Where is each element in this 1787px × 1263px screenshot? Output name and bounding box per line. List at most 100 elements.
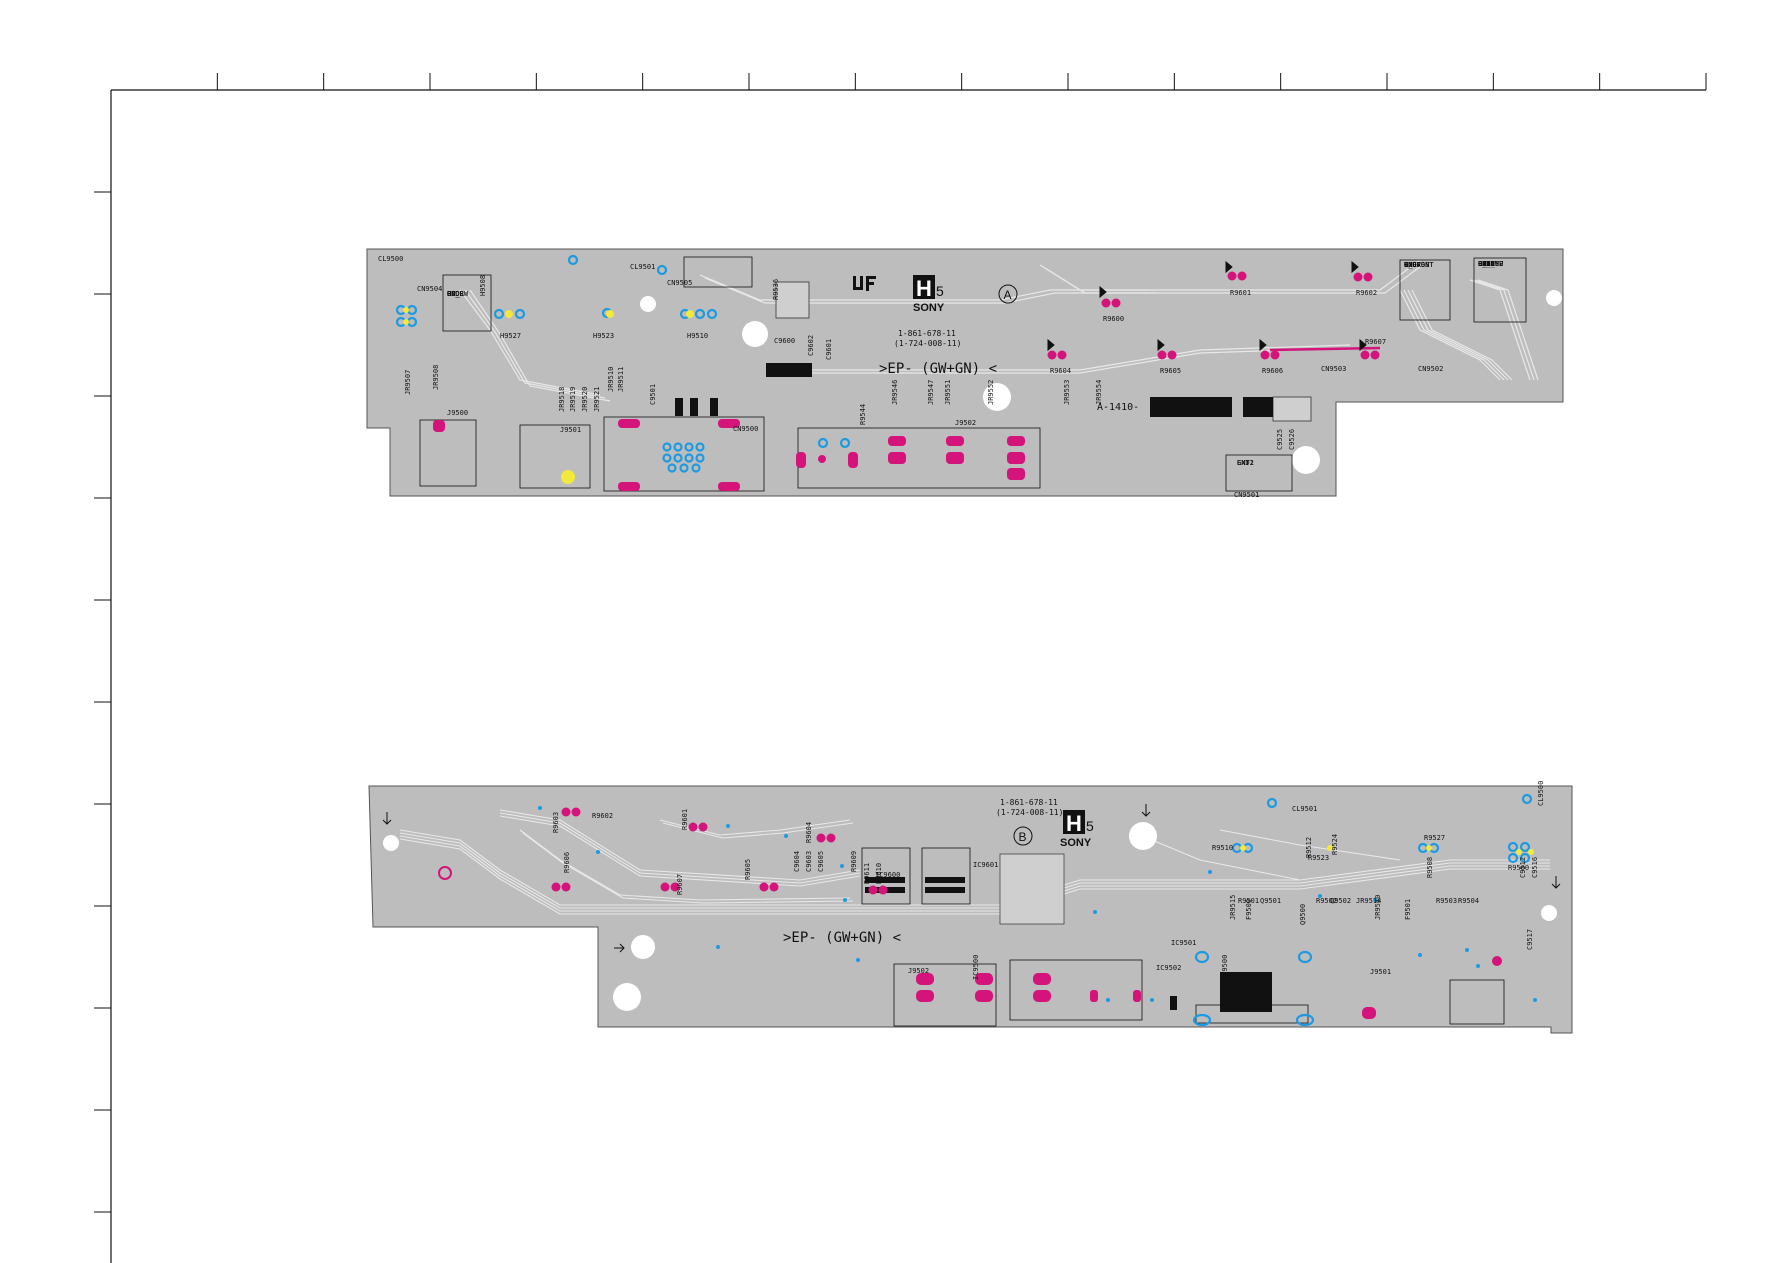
board-b-pads-magenta <box>438 807 1502 1019</box>
pin-label: EXT2 <box>1478 260 1495 268</box>
board-a-led-symbols <box>1047 260 1367 352</box>
component-ref-label: JR9521 <box>593 386 601 412</box>
component-ref-label: C9526 <box>1288 428 1296 450</box>
pin-label: GND <box>1404 261 1417 269</box>
component-ref-label: R9606 <box>563 851 571 873</box>
component-ref-label: C9501 <box>649 383 657 405</box>
component-ref-label: C9525 <box>1276 428 1284 450</box>
component-ref-label: IC9600 <box>875 871 901 879</box>
svg-text:A: A <box>1004 288 1012 302</box>
component-ref-label: CN9502 <box>1418 365 1444 373</box>
component-ref-label: CN9500 <box>1221 954 1229 980</box>
pin-label: PC_L <box>447 290 464 298</box>
component-ref-label: R9510 <box>1212 844 1234 852</box>
pin-label: SDA <box>1478 260 1491 268</box>
board-b-part-number: 1-861-678-11 <box>1000 798 1058 807</box>
component-ref-label: R9524 <box>1331 833 1339 855</box>
board-b-outline <box>368 785 1573 1034</box>
board-a-traces <box>459 259 1539 402</box>
component-ref-label: R9605 <box>1160 367 1182 375</box>
pin-label: HP_L <box>447 290 464 298</box>
svg-text:B: B <box>1019 830 1027 844</box>
component-ref-label: R9536 <box>772 278 780 300</box>
pin-label: HP_SW <box>447 290 469 298</box>
component-ref-label: R9504 <box>1458 897 1480 905</box>
board-a-uf-logo <box>853 276 876 291</box>
component-ref-label: JR9540 <box>1374 894 1382 920</box>
pin-label: GND <box>1404 261 1417 269</box>
board-b-side-circle <box>1013 826 1033 846</box>
component-ref-label: R9605 <box>744 858 752 880</box>
pin-label: P_IN <box>1478 260 1495 268</box>
component-ref-label: CL9500 <box>1537 780 1545 806</box>
component-ref-label: JR9515 <box>1229 894 1237 920</box>
pin-label: SCL <box>1478 260 1491 268</box>
component-ref-label: JR9519 <box>569 386 577 412</box>
component-ref-label: R9603 <box>552 811 560 833</box>
pin-label: HP_R <box>447 290 464 298</box>
component-ref-label: CN9501 <box>1234 491 1260 499</box>
board-b-arrow-icons <box>382 804 1561 953</box>
component-ref-label: C9604 <box>793 850 801 872</box>
component-ref-label: R9501 <box>1238 897 1260 905</box>
component-ref-label: R9502 <box>1316 897 1338 905</box>
component-ref-label: JR9552 <box>987 379 995 405</box>
component-ref-label: JR9514 <box>1356 897 1382 905</box>
component-ref-label: C9605 <box>817 850 825 872</box>
pin-label: EXT1 <box>1237 459 1254 467</box>
board-a-ic-blocks <box>675 363 1273 417</box>
board-b-h5-logo: H 5 SONY <box>1060 810 1094 849</box>
svg-text:5: 5 <box>1086 818 1094 834</box>
component-ref-label: CN9503 <box>1321 365 1347 373</box>
component-ref-label: CN9500 <box>733 425 759 433</box>
svg-text:SONY: SONY <box>913 302 945 314</box>
component-ref-label: J9500 <box>447 409 469 417</box>
component-ref-label: R9512 <box>1305 836 1313 858</box>
component-ref-label: R9611 <box>863 862 871 884</box>
pin-label: GND <box>1404 261 1417 269</box>
board-a: H 5 SONY A <box>366 248 1564 497</box>
pin-label: GND <box>447 290 460 298</box>
pin-label: GND <box>1404 261 1417 269</box>
component-ref-label: IC9501 <box>1171 939 1197 947</box>
board-a-part-number: 1-861-678-11 <box>898 329 956 338</box>
component-ref-label: R9609 <box>850 850 858 872</box>
component-ref-label: JR9546 <box>891 379 899 405</box>
component-ref-label: R9500 <box>1508 864 1530 872</box>
component-ref-label: C9602 <box>807 334 815 356</box>
component-ref-label: J9502 <box>955 419 977 427</box>
component-ref-label: IC9601 <box>973 861 999 869</box>
component-ref-label: JR9551 <box>944 379 952 405</box>
component-ref-label: JR9520 <box>581 386 589 412</box>
component-ref-label: H9523 <box>593 332 615 340</box>
component-ref-label: R9606 <box>1262 367 1284 375</box>
component-ref-label: J9501 <box>560 426 582 434</box>
pin-label: P_IN <box>1478 260 1495 268</box>
pin-label: C <box>1404 261 1409 269</box>
component-ref-label: JR9507 <box>404 369 412 395</box>
pin-label: EXT2 <box>1237 459 1254 467</box>
component-ref-label: JR9511 <box>617 366 625 392</box>
pin-label: T/CVBS <box>1404 261 1430 269</box>
component-ref-label: JR9554 <box>1095 379 1103 405</box>
pin-label: GND <box>1404 261 1417 269</box>
pin-label: GND <box>1478 260 1491 268</box>
board-a-h5-logo: H 5 SONY <box>913 275 945 314</box>
component-ref-label: Q9502 <box>1330 897 1352 905</box>
board-a-board-name: >EP- (GW+GN) < <box>879 361 998 377</box>
svg-text:5: 5 <box>936 283 944 299</box>
component-ref-label: JR9518 <box>558 386 566 412</box>
pin-label: REC_WE <box>1478 260 1504 268</box>
board-a-holes <box>640 281 1562 474</box>
board-b-board-name: >EP- (GW+GN) < <box>783 930 902 946</box>
pin-label: GND <box>447 290 460 298</box>
component-ref-label: R9602 <box>592 812 614 820</box>
svg-text:SONY: SONY <box>1060 837 1092 849</box>
board-b-part-number-sub: (1-724-008-11) <box>996 808 1064 817</box>
component-ref-label: Q9500 <box>1299 903 1307 925</box>
component-ref-label: JR9553 <box>1063 379 1071 405</box>
svg-text:H: H <box>1066 811 1082 836</box>
board-a-board-code: A-1410- <box>1097 402 1140 413</box>
board-a-pads-yellow <box>403 307 694 484</box>
ruler-frame <box>110 89 1706 1263</box>
